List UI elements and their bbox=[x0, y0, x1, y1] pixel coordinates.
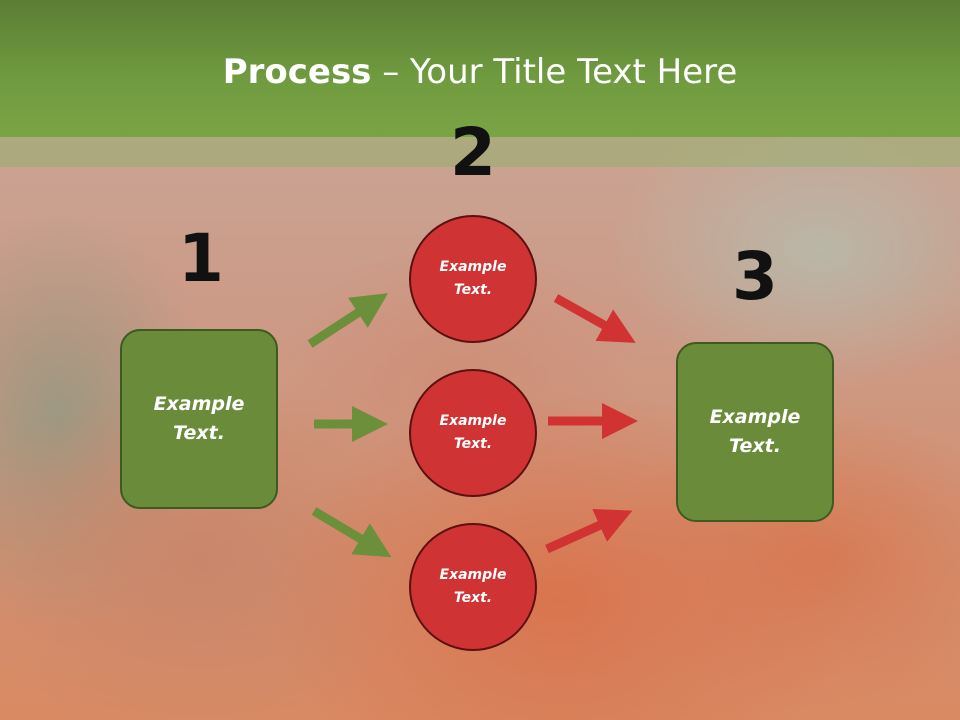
slide-title: Process – Your Title Text Here bbox=[0, 52, 960, 92]
circle-top-label: Example Text. bbox=[439, 259, 507, 298]
title-bold: Process bbox=[222, 52, 372, 92]
arrow-green-to-bottom bbox=[311, 507, 392, 558]
arrow-red-from-top bbox=[553, 294, 636, 343]
circle-bottom-label: Example Text. bbox=[439, 567, 507, 606]
step-3-label: Example Text. bbox=[709, 406, 801, 457]
step-number-1: 1 bbox=[178, 220, 224, 297]
header-bar bbox=[0, 0, 960, 137]
step-1-box: Example Text. bbox=[120, 329, 278, 509]
step-2-circle-bottom: Example Text. bbox=[409, 523, 537, 651]
step-number-3: 3 bbox=[732, 238, 778, 315]
circle-middle-label: Example Text. bbox=[439, 413, 507, 452]
step-3-box: Example Text. bbox=[676, 342, 834, 522]
step-1-label: Example Text. bbox=[153, 393, 245, 444]
arrow-red-from-bottom bbox=[545, 508, 633, 554]
step-2-circle-top: Example Text. bbox=[409, 215, 537, 343]
step-number-2: 2 bbox=[450, 114, 496, 191]
header-band bbox=[0, 137, 960, 167]
step-2-circle-middle: Example Text. bbox=[409, 369, 537, 497]
title-rest: – Your Title Text Here bbox=[371, 52, 738, 92]
arrow-green-to-top bbox=[307, 293, 389, 348]
